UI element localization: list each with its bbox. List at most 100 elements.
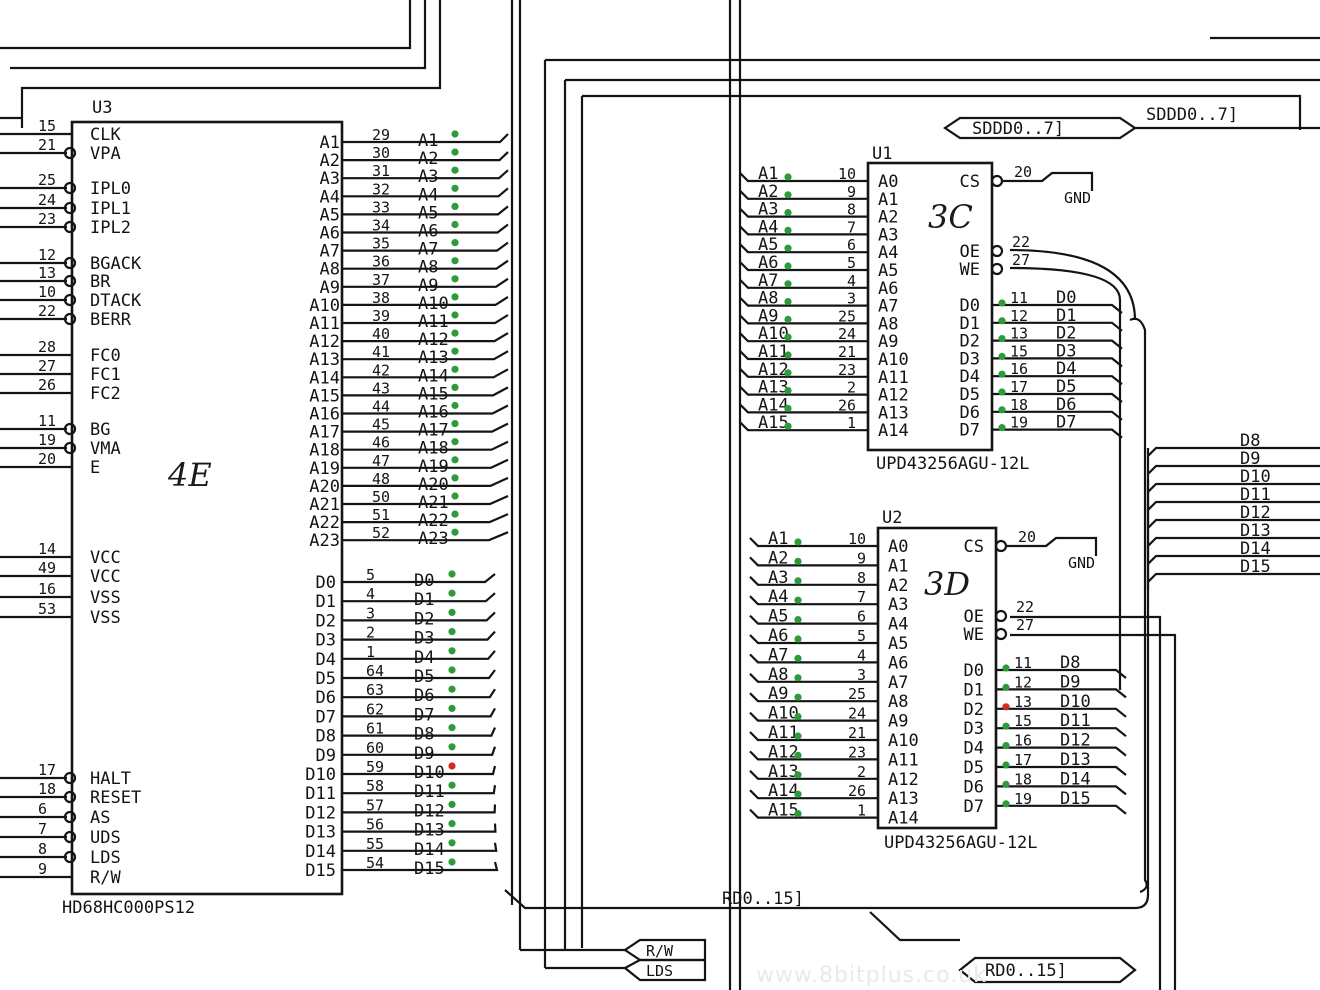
u3-pin-name: IPL2	[90, 218, 131, 238]
u1-addr-net-label: A8	[758, 289, 778, 309]
u3-pin-inversion-bubble	[63, 146, 77, 160]
u1-addr-pin-name: A10	[878, 350, 909, 370]
u1-addr-wire	[739, 279, 868, 289]
u1-addr-wire	[739, 243, 868, 254]
u1-addr-net-label: A12	[758, 360, 789, 380]
u2-addr-net-label: A7	[768, 645, 788, 665]
u3-data-net-label: D8	[414, 725, 434, 745]
u3-pin-number: 8	[38, 840, 47, 858]
u3-addr-pin-number: 40	[372, 325, 390, 343]
u1-ctrl-pin-number: 22	[1012, 233, 1030, 251]
u3-pin-number: 21	[38, 136, 56, 154]
u2-addr-net-label: A4	[768, 587, 788, 607]
port-lds-label: LDS	[646, 962, 673, 980]
u3-addr-pin-name: A2	[320, 151, 340, 171]
u3-data-pin-name: D5	[316, 669, 336, 689]
u3-addr-wire	[342, 368, 509, 379]
u2-data-pin-name: D5	[964, 758, 984, 778]
u3-addr-pin-number: 34	[372, 217, 390, 235]
u1-addr-pin-name: A7	[878, 297, 898, 317]
right-bus-label: D10	[1240, 467, 1271, 487]
u3-pin-name: UDS	[90, 828, 121, 848]
u3-pin-name: VCC	[90, 548, 121, 568]
u1-gnd-label: GND	[1064, 189, 1091, 207]
u3-data-pin-name: D14	[305, 842, 336, 862]
u1-addr-net-label: A10	[758, 324, 789, 344]
u3-data-wire	[342, 861, 499, 872]
u3-addr-pin-number: 38	[372, 289, 390, 307]
u3-addr-net-marker	[451, 257, 459, 265]
u1-data-net-label: D2	[1056, 324, 1076, 344]
u1-addr-wire	[739, 350, 868, 361]
u2-data-pin-name: D7	[964, 797, 984, 817]
u2-addr-pin-name: A9	[888, 712, 908, 732]
u3-addr-wire	[342, 133, 509, 144]
u1-addr-pin-number: 8	[847, 201, 856, 219]
u3-pin-name: DTACK	[90, 291, 142, 311]
u2-addr-pin-number: 5	[857, 627, 866, 645]
u2-addr-pin-number: 10	[848, 530, 866, 548]
u2-data-wire	[996, 804, 1127, 815]
u1-data-pin-name: D6	[960, 403, 980, 423]
u2-data-net-label: D15	[1060, 789, 1091, 809]
u1-addr-net-label: A1	[758, 164, 778, 184]
u3-addr-pin-number: 52	[372, 524, 390, 542]
u2-data-pin-number: 18	[1014, 770, 1032, 788]
u2-addr-net-label: A2	[768, 548, 788, 568]
u3-pin-inversion-bubble	[63, 850, 77, 864]
u1-data-pin-name: D3	[960, 349, 980, 369]
u3-addr-net-label: A13	[418, 348, 449, 368]
u2-addr-net-label: A14	[768, 781, 799, 801]
u1-addr-net-marker	[784, 173, 792, 181]
u3-pin-name: FC0	[90, 346, 121, 366]
u2-addr-pin-name: A7	[888, 673, 908, 693]
u2-gnd-label: GND	[1068, 554, 1095, 572]
u1-addr-pin-name: A0	[878, 172, 898, 192]
u3-pin-number: 53	[38, 600, 56, 618]
u3-addr-pin-name: A6	[320, 224, 340, 244]
u1-data-net-label: D1	[1056, 306, 1076, 326]
u3-pin-number: 7	[38, 820, 47, 838]
u1-data-pin-name: D2	[960, 332, 980, 352]
u2-addr-pin-number: 24	[848, 705, 866, 723]
u2-addr-pin-name: A3	[888, 595, 908, 615]
u2-addr-net-label: A13	[768, 762, 799, 782]
u2-data-pin-number: 19	[1014, 790, 1032, 808]
u1-addr-net-marker	[784, 351, 792, 359]
u2-addr-net-marker	[794, 538, 802, 546]
u3-data-wire	[342, 630, 496, 641]
u3-pin-number: 10	[38, 283, 56, 301]
u3-data-net-label: D0	[414, 571, 434, 591]
u3-part: HD68HC000PS12	[62, 898, 195, 918]
port-sdd-out-label: SDDD0..7]	[1146, 105, 1238, 125]
u3-addr-net-label: A16	[418, 403, 449, 423]
u3-addr-pin-name: A14	[309, 368, 340, 388]
u2-data-net-label: D12	[1060, 731, 1091, 751]
u3-addr-net-label: A17	[418, 421, 449, 441]
u3-data-wire	[342, 707, 496, 718]
u3-pin-inversion-bubble	[63, 810, 77, 824]
u3-data-pin-number: 54	[366, 854, 384, 872]
u1-part: UPD43256AGU-12L	[876, 454, 1030, 474]
u2-addr-pin-name: A6	[888, 653, 908, 673]
u3-pin-name: HALT	[90, 769, 131, 789]
u3-data-pin-number: 59	[366, 758, 384, 776]
u3-data-net-marker	[448, 839, 456, 847]
u3-addr-net-label: A2	[418, 149, 438, 169]
u1-addr-pin-name: A11	[878, 368, 909, 388]
u2-data-net-marker	[1002, 742, 1010, 750]
right-bus-label: D11	[1240, 485, 1271, 505]
u1-addr-pin-name: A4	[878, 243, 898, 263]
u3-addr-net-marker	[451, 510, 459, 518]
u1-addr-net-label: A3	[758, 200, 778, 220]
u1-ctrl-inversion-bubble	[990, 174, 1004, 188]
u3-pin-number: 27	[38, 357, 56, 375]
u3-addr-pin-name: A17	[309, 423, 340, 443]
u3-addr-net-marker	[451, 293, 459, 301]
u1-data-pin-name: D4	[960, 367, 980, 387]
u3-addr-wire	[342, 476, 509, 487]
u3-addr-net-label: A9	[418, 276, 438, 296]
